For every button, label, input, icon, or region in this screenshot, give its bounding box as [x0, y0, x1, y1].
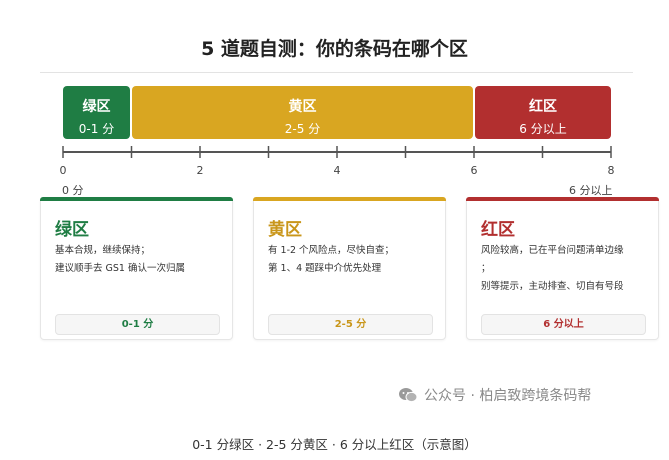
zone-yellow-name: 黄区: [288, 99, 317, 115]
diagram-title: 5 道题自测：你的条码在哪个区: [201, 38, 468, 60]
zone-red-name: 红区: [529, 99, 557, 115]
card-red-line: 风险较高，已在平台问题清单边缘: [481, 245, 624, 256]
card-green-title: 绿区: [55, 220, 89, 240]
zone-red-segment: 红区 6 分以上: [475, 86, 611, 139]
watermark: 公众号 · 柏启致跨境条码帮: [398, 385, 591, 405]
card-red-line: ；: [481, 263, 491, 274]
score-axis: [62, 146, 612, 158]
card-yellow: 黄区 有 1-2 个风险点，尽快自查； 第 1、4 题踩中介优先处理 2-5 分: [253, 197, 446, 340]
card-red-title: 红区: [481, 220, 515, 240]
card-green-line: 基本合规，继续保持；: [55, 245, 151, 256]
tick-label-8: 8: [607, 164, 615, 177]
card-yellow-line: 第 1、4 题踩中介优先处理: [268, 263, 382, 274]
card-yellow-line: 有 1-2 个风险点，尽快自查；: [268, 245, 395, 256]
zone-green-segment: 绿区 0-1 分: [63, 86, 130, 139]
tick-label-2: 2: [196, 164, 204, 177]
card-red-line: 别等提示，主动排查、切自有号段: [481, 281, 624, 292]
tick-label-6: 6: [470, 164, 478, 177]
tick-label-4: 4: [333, 164, 341, 177]
card-yellow-range-pill: 2-5 分: [268, 314, 433, 335]
card-red: 红区 风险较高，已在平台问题清单边缘 ； 别等提示，主动排查、切自有号段 6 分…: [466, 197, 659, 340]
card-green-accent-bar: [40, 197, 233, 201]
card-red-range-pill: 6 分以上: [481, 314, 646, 335]
zone-green-range: 0-1 分: [78, 122, 115, 136]
card-red-description: 风险较高，已在平台问题清单边缘 ； 别等提示，主动排查、切自有号段: [481, 242, 651, 296]
watermark-text: 公众号 · 柏启致跨境条码帮: [424, 388, 592, 404]
card-yellow-title: 黄区: [268, 220, 302, 240]
zone-red-range: 6 分以上: [519, 122, 567, 136]
title-divider: [40, 72, 633, 73]
card-yellow-description: 有 1-2 个风险点，尽快自查； 第 1、4 题踩中介优先处理: [268, 242, 438, 278]
zone-yellow-segment: 黄区 2-5 分: [132, 86, 473, 139]
axis-end-label: 6 分以上: [569, 184, 613, 197]
wechat-icon: [399, 388, 418, 403]
zone-yellow-range: 2-5 分: [284, 122, 321, 136]
diagram-caption: 0-1 分绿区 · 2-5 分黄区 · 6 分以上红区（示意图）: [192, 437, 477, 452]
tick-label-0: 0: [59, 164, 67, 177]
card-red-accent-bar: [466, 197, 659, 201]
card-green: 绿区 基本合规，继续保持； 建议顺手去 GS1 确认一次归属 0-1 分: [40, 197, 233, 340]
card-green-line: 建议顺手去 GS1 确认一次归属: [55, 263, 185, 274]
card-green-range-pill: 0-1 分: [55, 314, 220, 335]
axis-start-label: 0 分: [62, 184, 84, 197]
card-yellow-accent-bar: [253, 197, 446, 201]
zone-green-name: 绿区: [82, 99, 111, 115]
card-green-description: 基本合规，继续保持； 建议顺手去 GS1 确认一次归属: [55, 242, 225, 278]
